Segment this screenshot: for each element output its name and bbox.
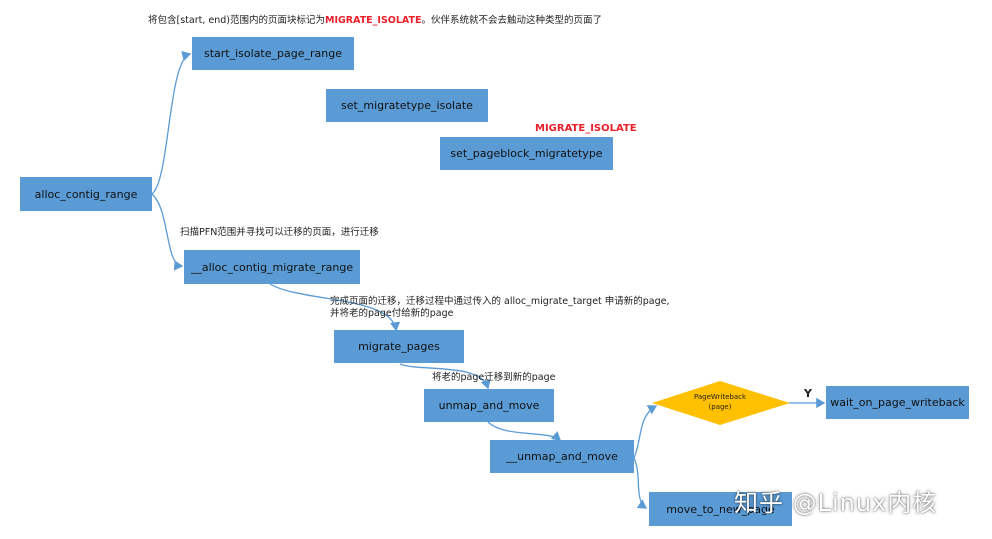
edge-inner-unmap-to-decision [633, 405, 658, 459]
node-set-migratetype-isolate: set_migratetype_isolate [326, 89, 488, 122]
migrate-note-line1: 完成页面的迁移，迁移过程中通过传入的 alloc_migrate_target … [330, 296, 670, 307]
watermark-text: 知乎 @Linux内核 [734, 489, 938, 517]
node-start-isolate-page-range: start_isolate_page_range [192, 37, 354, 70]
node-alloc-contig-range: alloc_contig_range [20, 177, 152, 211]
decision-label: PageWriteback (page) [682, 392, 758, 412]
edge-alloc-to-migrate-range [151, 193, 184, 271]
edge-alloc-to-start-isolate [151, 51, 192, 195]
edge-migrate-range-to-migrate-pages [269, 283, 401, 332]
decision-label-line2: (page) [708, 403, 732, 411]
edge-inner-unmap-to-move-to-new-page [633, 457, 648, 509]
scan-note: 扫描PFN范围并寻找可以迁移的页面，进行迁移 [180, 227, 379, 238]
isolate-note-suffix: 。伙伴系统就不会去触动这种类型的页面了 [421, 15, 603, 26]
migrate-isolate-label: MIGRATE_ISOLATE [535, 123, 637, 134]
move-note: 将老的page迁移到新的page [432, 372, 556, 383]
yes-edge-label: Y [804, 387, 812, 400]
isolate-note: 将包含[start, end)范围内的页面块标记为MIGRATE_ISOLATE… [148, 14, 602, 28]
node-inner-unmap-and-move: __unmap_and_move [490, 440, 634, 473]
node-set-pageblock-migratetype: set_pageblock_migratetype [440, 137, 613, 170]
isolate-note-prefix: 将包含[start, end)范围内的页面块标记为 [148, 15, 325, 26]
isolate-note-highlight: MIGRATE_ISOLATE [324, 15, 422, 26]
pagewriteback-decision-diamond [652, 381, 790, 425]
node-alloc-contig-migrate-range: __alloc_contig_migrate_range [184, 250, 360, 284]
node-move-to-new-page: move_to_new_page [649, 492, 792, 526]
node-unmap-and-move: unmap_and_move [424, 389, 554, 422]
node-wait-on-page-writeback: wait_on_page_writeback [826, 386, 969, 419]
node-migrate-pages: migrate_pages [334, 330, 464, 363]
decision-label-line1: PageWriteback [693, 393, 747, 401]
migrate-note-line2: 并将老的page付给新的page [330, 308, 454, 319]
edge-migrate-pages-to-unmap-and-move [399, 363, 491, 390]
edge-unmap-to-inner-unmap [487, 421, 562, 441]
